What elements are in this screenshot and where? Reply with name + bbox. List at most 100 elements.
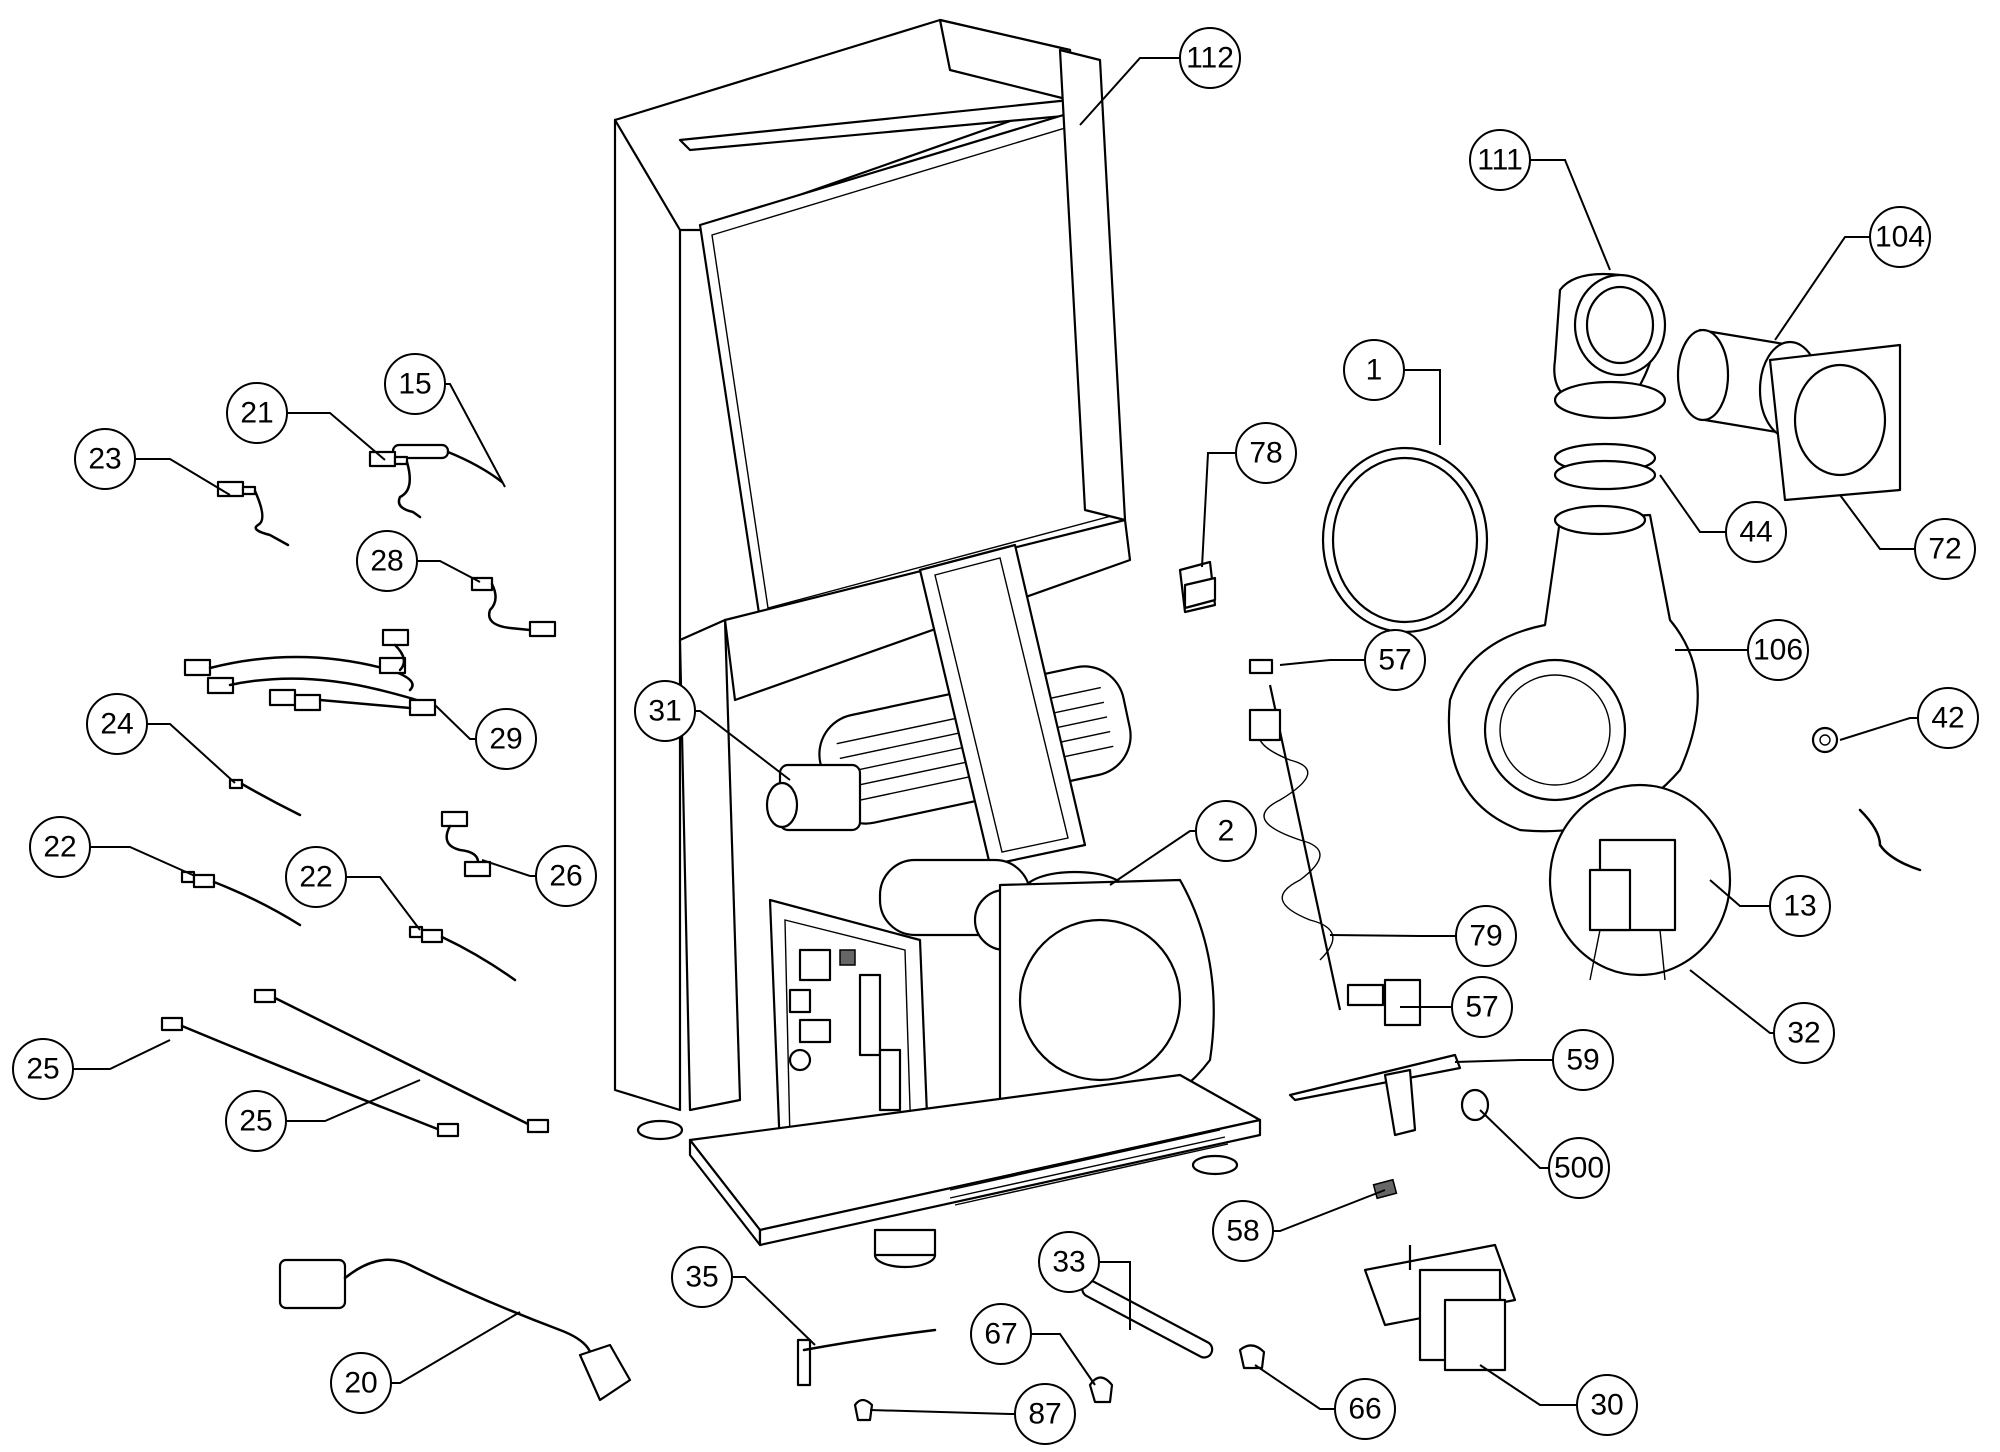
callout-20-label: 20 — [344, 1367, 377, 1400]
callout-42-label: 42 — [1931, 702, 1964, 735]
clip-66-part — [1238, 1344, 1266, 1370]
sensor-wire-part — [1858, 808, 1922, 872]
callout-67-label: 67 — [984, 1318, 1017, 1351]
clamp-ring-part — [1553, 442, 1657, 491]
gasket-ring-part — [1321, 446, 1489, 634]
callout-111-label: 111 — [1477, 144, 1523, 177]
callout-26-label: 26 — [549, 860, 582, 893]
callout-57-lower-label: 57 — [1465, 991, 1498, 1024]
callout-59-label: 59 — [1566, 1044, 1599, 1077]
callout-42: 42 — [1917, 687, 1979, 749]
bracket-part — [1178, 560, 1217, 614]
callout-35-label: 35 — [685, 1261, 718, 1294]
base-vent-slots — [949, 1129, 1229, 1206]
cable-25a-part — [160, 1016, 460, 1138]
callout-25-left: 25 — [12, 1038, 74, 1100]
callout-30-label: 30 — [1590, 1389, 1623, 1422]
callout-29: 29 — [475, 708, 537, 770]
callout-25-right-label: 25 — [239, 1105, 272, 1138]
callout-15: 15 — [384, 353, 446, 415]
wire-24-part — [228, 778, 302, 817]
wire-28-part — [470, 576, 557, 638]
callout-31-label: 31 — [648, 695, 681, 728]
callout-57-upper-label: 57 — [1378, 644, 1411, 677]
wire-22b-part — [408, 925, 517, 982]
callout-500-label: 500 — [1554, 1152, 1604, 1185]
callout-24-label: 24 — [100, 708, 133, 741]
callout-58: 58 — [1212, 1200, 1274, 1262]
callout-59: 59 — [1552, 1029, 1614, 1091]
callout-13-label: 13 — [1783, 890, 1816, 923]
power-cord-part — [278, 1258, 632, 1402]
deflector-plate-part — [1288, 1053, 1462, 1137]
elbow-pipe-part — [1553, 272, 1667, 420]
callout-22-left-label: 22 — [43, 831, 76, 864]
callout-33-label: 33 — [1052, 1246, 1085, 1279]
callout-1: 1 — [1343, 339, 1405, 401]
wire-22a-part — [180, 870, 302, 927]
callout-28-label: 28 — [370, 545, 403, 578]
callout-66: 66 — [1334, 1378, 1396, 1440]
wire-21-part — [368, 450, 422, 519]
callout-106-label: 106 — [1753, 634, 1803, 667]
callout-32: 32 — [1773, 1002, 1835, 1064]
callout-35: 35 — [671, 1246, 733, 1308]
callout-2: 2 — [1195, 800, 1257, 862]
igniter-tube-33-part — [1081, 1279, 1214, 1359]
callout-78-label: 78 — [1249, 437, 1282, 470]
clip-part — [1248, 658, 1274, 675]
callout-28: 28 — [356, 530, 418, 592]
stove-frame — [613, 18, 1262, 1269]
callout-79: 79 — [1455, 905, 1517, 967]
callout-500: 500 — [1548, 1137, 1610, 1199]
callout-22-right-label: 22 — [299, 861, 332, 894]
callout-87-label: 87 — [1028, 1398, 1061, 1431]
callout-67: 67 — [970, 1303, 1032, 1365]
callout-33: 33 — [1038, 1231, 1100, 1293]
harness-29-part — [183, 628, 437, 717]
callout-21: 21 — [226, 382, 288, 444]
callout-104-label: 104 — [1875, 221, 1925, 254]
callout-22-right: 22 — [285, 846, 347, 908]
callout-57-upper: 57 — [1364, 629, 1426, 691]
callout-13: 13 — [1769, 875, 1831, 937]
callout-29-label: 29 — [489, 723, 522, 756]
callout-23: 23 — [74, 428, 136, 490]
callout-44-label: 44 — [1739, 516, 1772, 549]
callout-79-label: 79 — [1469, 920, 1502, 953]
callout-25-left-label: 25 — [26, 1053, 59, 1086]
callout-15-label: 15 — [398, 368, 431, 401]
callout-20: 20 — [330, 1352, 392, 1414]
igniter-35-part — [796, 1328, 937, 1387]
callout-72: 72 — [1914, 518, 1976, 580]
gear-motor-part — [1363, 1243, 1517, 1372]
callout-2-label: 2 — [1218, 815, 1235, 848]
callout-87: 87 — [1014, 1383, 1076, 1445]
callout-21-label: 21 — [240, 397, 273, 430]
callout-44: 44 — [1725, 501, 1787, 563]
callout-25-right: 25 — [225, 1090, 287, 1152]
callout-111: 111 — [1469, 129, 1531, 191]
callout-106: 106 — [1747, 619, 1809, 681]
callout-23-label: 23 — [88, 443, 121, 476]
callout-72-label: 72 — [1928, 533, 1961, 566]
wire-26-part — [440, 810, 492, 878]
knob-part — [1460, 1088, 1490, 1122]
callout-32-label: 32 — [1787, 1017, 1820, 1050]
blower-motor-part — [1548, 783, 1732, 981]
callout-30: 30 — [1576, 1374, 1638, 1436]
clip-87-part — [853, 1398, 874, 1422]
callout-24: 24 — [86, 693, 148, 755]
cable-25b-part — [253, 988, 550, 1134]
auger-screw-part — [1248, 684, 1422, 1027]
callout-57-lower: 57 — [1451, 976, 1513, 1038]
callout-78: 78 — [1235, 422, 1297, 484]
flange-plate-part — [1768, 343, 1902, 502]
wire-23-part — [216, 480, 290, 547]
callout-1-label: 1 — [1366, 354, 1383, 387]
callout-31: 31 — [634, 680, 696, 742]
blower-housing-part — [1447, 504, 1699, 833]
callout-66-label: 66 — [1348, 1393, 1381, 1426]
callout-26: 26 — [535, 845, 597, 907]
